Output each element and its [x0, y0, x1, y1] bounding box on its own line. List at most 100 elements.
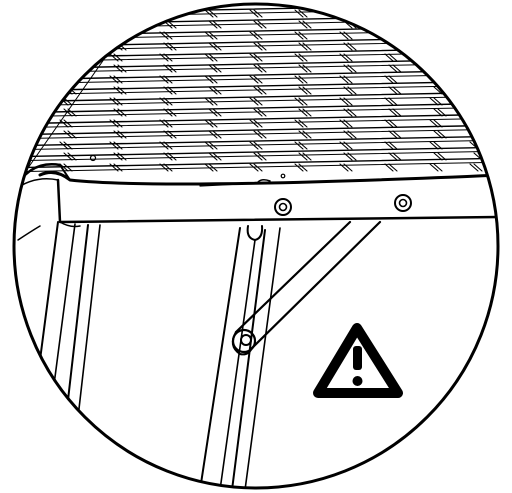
grate-line [429, 9, 439, 18]
grate-line [204, 141, 214, 150]
grate-line [249, 119, 259, 128]
grate-line [388, 9, 398, 18]
grate-line [473, 75, 483, 84]
grate-line [253, 75, 263, 84]
grate-line [212, 20, 222, 29]
grate-line [159, 75, 169, 84]
grate-line [392, 86, 402, 95]
grate-line [249, 9, 259, 18]
grate-line [14, 80, 498, 92]
grate-line [67, 130, 77, 139]
grate-line [159, 9, 169, 18]
grate-line [257, 152, 267, 161]
grate-line [294, 163, 304, 172]
grate-line [388, 152, 398, 161]
grate-line [14, 161, 498, 173]
grate-line [429, 97, 439, 106]
grate-line [388, 119, 398, 128]
grate-line [429, 141, 439, 150]
grate-line [212, 86, 222, 95]
grate-line [433, 20, 443, 29]
grate-line [163, 97, 173, 106]
grate-line [388, 86, 398, 95]
step-grate [14, 4, 498, 173]
grate-line [433, 53, 443, 62]
detail-circle-outline [12, 2, 500, 490]
grate-line [253, 31, 263, 40]
grate-line [14, 157, 498, 169]
grate-line [163, 163, 173, 172]
pivot-bolt [231, 328, 257, 354]
grate-line [257, 108, 267, 117]
grate-line [343, 163, 353, 172]
grate-line [347, 42, 357, 51]
grate-line [339, 141, 349, 150]
grate-line [14, 135, 498, 147]
grate-line [249, 75, 259, 84]
grate-line [469, 97, 479, 106]
grate-line [343, 86, 353, 95]
grate-line [298, 152, 308, 161]
grate-line [163, 42, 173, 51]
grate-line [109, 53, 119, 62]
grate-line [302, 86, 312, 95]
grate-line [298, 108, 308, 117]
grate-line [298, 9, 308, 18]
grate-line [294, 119, 304, 128]
grate-line [302, 42, 312, 51]
grate-line [343, 97, 353, 106]
grate-line [343, 119, 353, 128]
grate-line [473, 86, 483, 95]
grate-line [63, 53, 73, 62]
grate-line [159, 53, 169, 62]
grate-line [163, 75, 173, 84]
grate-line [384, 163, 394, 172]
grate-line [208, 108, 218, 117]
grate-line [477, 86, 487, 95]
grate-line [253, 152, 263, 161]
grate-line [63, 152, 73, 161]
grate-line [113, 163, 123, 172]
grate-line [473, 20, 483, 29]
grate-line [163, 9, 173, 18]
grate-line [113, 108, 123, 117]
grate-line [14, 128, 498, 140]
grate-line [117, 130, 127, 139]
grate-line [253, 97, 263, 106]
grate-line [473, 119, 483, 128]
grate-line [208, 20, 218, 29]
grate-line [392, 130, 402, 139]
grate-line [384, 141, 394, 150]
grate-line [59, 9, 69, 18]
grate-line [208, 130, 218, 139]
grate-line [163, 64, 173, 73]
grate-line [109, 141, 119, 150]
grate-line [302, 20, 312, 29]
grate-line [294, 9, 304, 18]
grate-line [343, 42, 353, 51]
grate-line [433, 31, 443, 40]
grate-line [159, 163, 169, 172]
grate-line [117, 86, 127, 95]
grate-line [469, 75, 479, 84]
grate-line [473, 97, 483, 106]
grate-line [113, 152, 123, 161]
grate-line [109, 97, 119, 106]
grate-line [437, 42, 447, 51]
grate-line [343, 31, 353, 40]
grate-line [388, 31, 398, 40]
grate-line [63, 75, 73, 84]
grate-line [339, 9, 349, 18]
grate-line [294, 53, 304, 62]
grate-line [339, 31, 349, 40]
grate-line [204, 53, 214, 62]
grate-line [67, 108, 77, 117]
grate-line [473, 31, 483, 40]
grate-line [257, 20, 267, 29]
grate-line [167, 20, 177, 29]
grate-line [253, 119, 263, 128]
grate-line [163, 141, 173, 150]
grate-line [388, 75, 398, 84]
grate-line [298, 42, 308, 51]
